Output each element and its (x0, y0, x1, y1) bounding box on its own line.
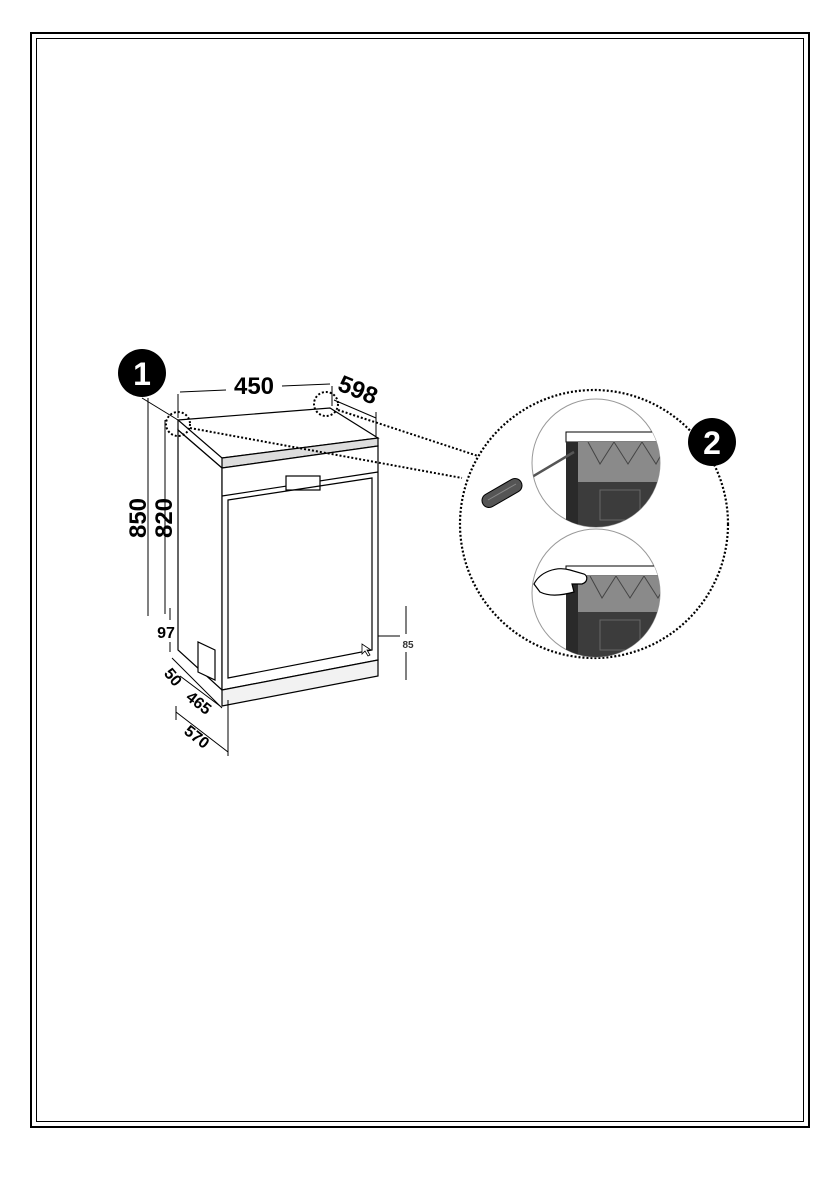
step-2-number: 2 (703, 425, 721, 461)
dishwasher-body (178, 408, 378, 706)
dimension-50: 50 (160, 665, 185, 690)
dimension-570: 570 (181, 723, 213, 753)
dimension-97: 97 (157, 625, 175, 642)
step-1-number: 1 (133, 356, 151, 392)
dimension-450: 450 (234, 373, 274, 400)
dimension-465: 465 (183, 689, 215, 719)
dimension-850: 850 (125, 498, 152, 538)
step-2-badge: 2 (688, 418, 736, 466)
dimension-85: 85 (402, 640, 414, 651)
step-1-badge: 1 (118, 349, 166, 397)
dimension-598: 598 (334, 370, 381, 410)
dimension-820: 820 (151, 498, 178, 538)
